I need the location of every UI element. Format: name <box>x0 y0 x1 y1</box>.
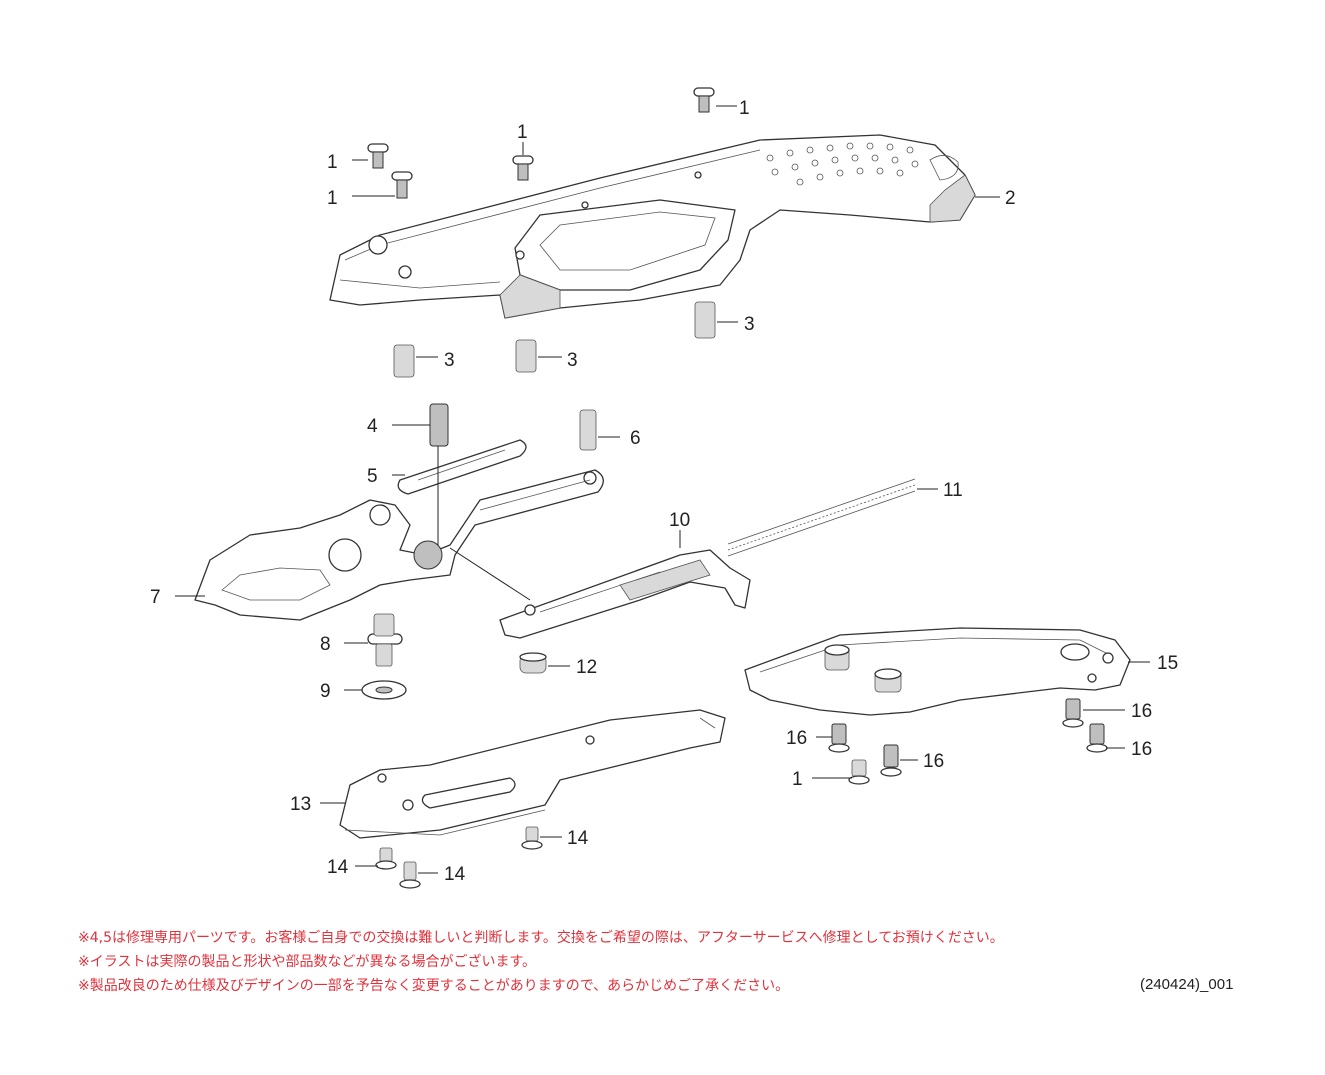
part-16-screw-a <box>828 723 850 753</box>
part-16-screw-d <box>1086 723 1108 753</box>
part-9-washer <box>361 680 407 700</box>
part-10-trigger-lever <box>499 549 751 639</box>
document-code: (240424)_001 <box>1140 976 1234 993</box>
part-4-pin <box>429 403 449 447</box>
part-3-spacer-b <box>515 339 537 373</box>
label-14: 14 <box>444 864 466 885</box>
note-repair-parts: ※4,5は修理専用パーツです。お客様ご自身での交換は難しいと判断します。交換をご… <box>78 930 1004 946</box>
part-14-screw-a <box>521 826 543 850</box>
label-3: 3 <box>744 314 755 335</box>
part-7-jaw-assembly <box>194 469 604 621</box>
label-12: 12 <box>576 657 597 678</box>
part-1-screw-a <box>693 87 715 113</box>
label-16: 16 <box>786 728 807 749</box>
part-1-screw-c <box>391 171 413 199</box>
assembly-guide-line-2 <box>449 547 531 601</box>
grip-dots <box>766 142 919 186</box>
part-12-bushing <box>519 652 547 674</box>
label-3: 3 <box>567 350 578 371</box>
label-15: 15 <box>1157 653 1178 674</box>
part-16-screw-c <box>1062 698 1084 728</box>
notes-block: ※4,5は修理専用パーツです。お客様ご自身での交換は難しいと判断します。交換をご… <box>78 926 1258 998</box>
label-1: 1 <box>327 188 338 209</box>
label-7: 7 <box>150 587 161 608</box>
note-spec-change: ※製品改良のため仕様及びデザインの一部を予告なく変更することがありますので、あら… <box>78 978 790 994</box>
label-14: 14 <box>567 828 589 849</box>
label-11: 11 <box>943 480 963 501</box>
label-3: 3 <box>444 350 455 371</box>
part-3-spacer-a <box>393 344 415 378</box>
part-8-bolt <box>367 613 403 667</box>
label-16: 16 <box>1131 739 1152 760</box>
label-16: 16 <box>923 751 944 772</box>
label-10: 10 <box>669 510 690 531</box>
label-14: 14 <box>327 857 349 878</box>
label-9: 9 <box>320 681 331 702</box>
leader-lines <box>175 105 1150 874</box>
part-11-spring <box>727 478 916 557</box>
part-5-link-plate <box>397 439 527 495</box>
part-6-pin <box>579 409 597 451</box>
part-13-base-plate <box>339 709 726 839</box>
label-5: 5 <box>367 466 378 487</box>
label-16: 16 <box>1131 701 1152 722</box>
note-illustration: ※イラストは実際の製品と形状や部品数などが異なる場合がございます。 <box>78 954 537 970</box>
part-1-screw-b <box>367 143 389 169</box>
label-1: 1 <box>739 98 750 119</box>
part-1-screw-e <box>848 759 870 785</box>
part-15-lower-frame <box>744 627 1131 716</box>
label-6: 6 <box>630 428 641 449</box>
part-14-screw-c <box>399 861 421 889</box>
label-13: 13 <box>290 794 311 815</box>
part-2-handle-cover <box>329 134 976 319</box>
part-14-screw-b <box>375 847 397 870</box>
label-4: 4 <box>367 416 378 437</box>
part-3-spacer-c <box>694 301 716 339</box>
part-labels: 1 1 1 1 2 3 3 3 4 5 6 7 8 9 10 11 12 13 … <box>150 98 1178 885</box>
label-1: 1 <box>517 122 528 143</box>
label-8: 8 <box>320 634 331 655</box>
label-1: 1 <box>792 769 803 790</box>
label-2: 2 <box>1005 188 1016 209</box>
part-1-screw-d <box>512 155 534 181</box>
part-16-screw-b <box>880 744 902 777</box>
label-1: 1 <box>327 152 338 173</box>
